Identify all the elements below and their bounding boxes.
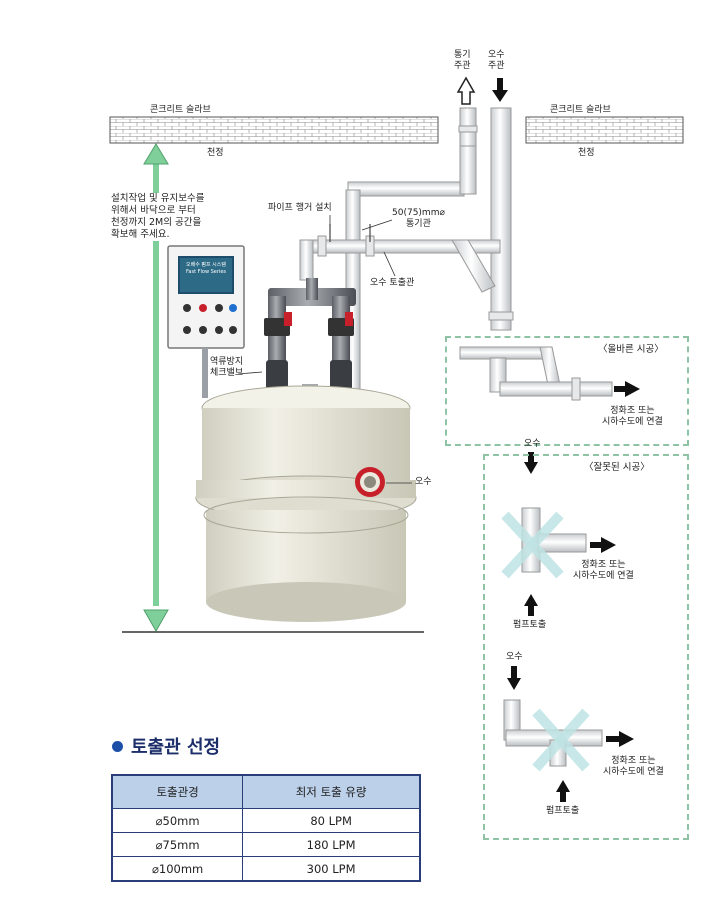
correct-connect-line1: 정화조 또는 <box>610 406 655 416</box>
sewage-main-line1: 오수 <box>488 50 505 60</box>
pipe-hanger-label: 파이프 행거 설치 <box>268 203 332 213</box>
wrong-install-diagram-1 <box>501 452 616 616</box>
wrong2-connect-line2: 시하수도에 연결 <box>603 767 664 777</box>
pump-tank <box>195 385 417 622</box>
leader-lines <box>237 215 412 484</box>
check-valve-label: 역류방지 체크밸브 <box>210 357 243 379</box>
table-row: ⌀50mm 80 LPM <box>111 808 421 833</box>
selection-title: 토출관 선정 <box>112 733 220 759</box>
panel-screen-line1: 오배수 펌프 시스템 <box>186 262 226 268</box>
correct-install-title: 〈올바른 시공〉 <box>598 344 664 355</box>
note-line-1: 설치작업 및 유지보수를 <box>111 193 205 204</box>
wrong1-inlet-label: 오수 <box>524 439 541 449</box>
vent-main-line1: 통기 <box>454 50 471 60</box>
wrong-install-box <box>483 454 689 840</box>
sewage-main-line2: 주관 <box>488 61 505 71</box>
discharge-pipe <box>299 224 501 293</box>
wrong1-connect-line1: 정화조 또는 <box>581 560 626 570</box>
vent-pipe-label: 50(75)mm⌀ 통기관 <box>392 208 445 230</box>
vent-main-label: 통기 주관 <box>454 50 471 72</box>
table-cell: ⌀50mm <box>111 808 244 833</box>
concrete-slab-right <box>525 116 684 144</box>
table-cell: ⌀100mm <box>111 856 244 882</box>
sewage-main-label: 오수 주관 <box>488 50 505 72</box>
correct-install-box <box>445 336 689 446</box>
selection-title-text: 토출관 선정 <box>131 737 221 758</box>
wrong2-connect-label: 정화조 또는 시하수도에 연결 <box>603 756 664 778</box>
discharge-pipe-label: 오수 토출관 <box>370 278 415 288</box>
table-header-flow: 최저 토출 유량 <box>242 774 421 809</box>
table-cell: 80 LPM <box>242 808 421 833</box>
vent-pipe-line2: 통기관 <box>406 219 431 229</box>
concrete-slab-left <box>109 116 439 144</box>
wrong2-inlet-label: 오수 <box>506 652 523 662</box>
wrong2-connect-line1: 정화조 또는 <box>611 756 656 766</box>
ceiling-label-left: 천정 <box>207 148 224 158</box>
correct-connect-line2: 시하수도에 연결 <box>602 417 663 427</box>
vent-pipe-line1: 50(75)mm⌀ <box>392 208 445 218</box>
sewage-main-pipe <box>488 78 514 331</box>
wrong1-connect-label: 정화조 또는 시하수도에 연결 <box>573 560 634 582</box>
vent-main-pipe <box>456 76 478 149</box>
wrong2-pump-label: 펌프토출 <box>546 806 580 816</box>
panel-screen-text: 오배수 펌프 시스템 Fast Flow Series <box>180 262 232 276</box>
table-cell: ⌀75mm <box>111 832 244 857</box>
bullet-icon <box>112 740 123 752</box>
table-row: ⌀100mm 300 LPM <box>111 856 421 882</box>
note-line-2: 위해서 바닥으로 부터 <box>111 205 196 216</box>
wrong-install-title: 〈잘못된 시공〉 <box>584 462 650 473</box>
check-valve-line1: 역류방지 <box>210 357 244 367</box>
wrong1-pump-label: 펌프토출 <box>513 620 547 630</box>
check-valve-line2: 체크밸브 <box>210 368 244 378</box>
table-header-diameter: 토출관경 <box>111 774 244 809</box>
inlet-label: 오수 <box>415 477 432 487</box>
wrong1-connect-line2: 시하수도에 연결 <box>573 571 634 581</box>
correct-install-diagram <box>459 346 640 401</box>
slab-label-left: 콘크리트 슬라브 <box>150 105 211 115</box>
wrong-install-diagram-2 <box>503 666 634 802</box>
table-cell: 180 LPM <box>242 832 421 857</box>
correct-connect-label: 정화조 또는 시하수도에 연결 <box>602 406 663 428</box>
slab-label-right: 콘크리트 슬라브 <box>550 105 611 115</box>
clearance-arrow <box>143 143 169 633</box>
note-line-3: 천정까지 2M의 공간을 <box>111 217 202 228</box>
vent-main-line2: 주관 <box>454 61 471 71</box>
note-line-4: 확보해 주세요. <box>111 229 170 240</box>
table-cell: 300 LPM <box>242 856 421 882</box>
control-panel <box>167 245 245 398</box>
ceiling-label-right: 천정 <box>578 148 595 158</box>
panel-screen-line2: Fast Flow Series <box>185 269 226 275</box>
table-row: ⌀75mm 180 LPM <box>111 832 421 857</box>
table-header-row: 토출관경 최저 토출 유량 <box>111 774 421 809</box>
selection-table: 토출관경 최저 토출 유량 ⌀50mm 80 LPM ⌀75mm 180 LPM… <box>111 774 421 882</box>
clearance-note: 설치작업 및 유지보수를 위해서 바닥으로 부터 천정까지 2M의 공간을 확보… <box>111 193 231 241</box>
